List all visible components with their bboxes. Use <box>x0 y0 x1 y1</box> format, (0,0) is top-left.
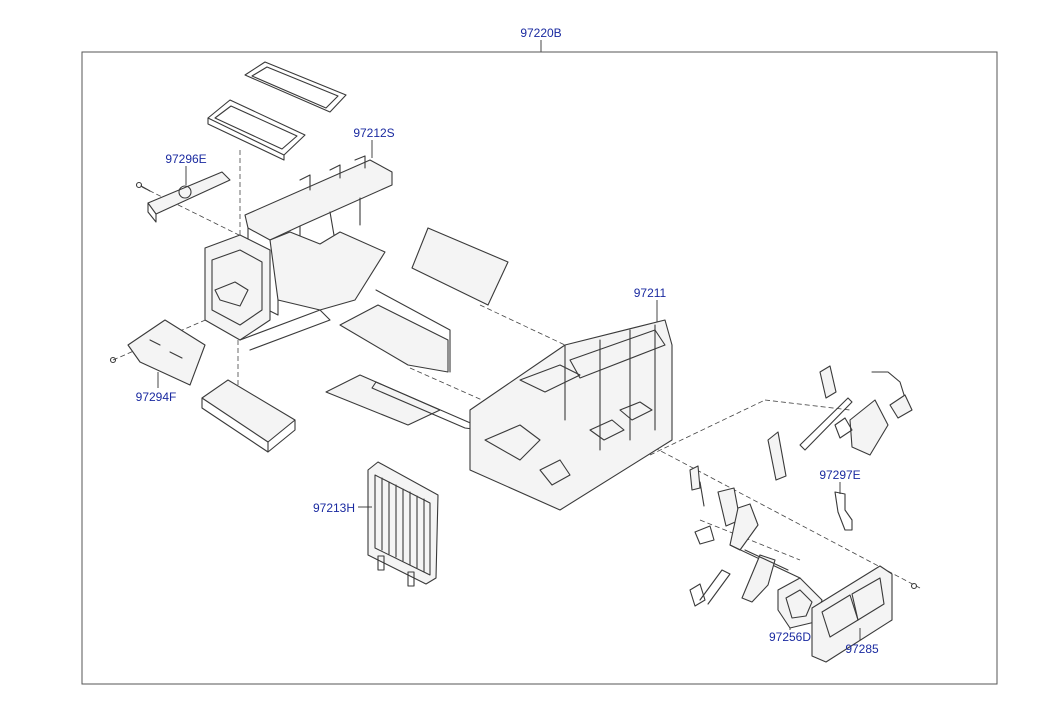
bottom-tray <box>201 379 296 453</box>
callout-97211: 97211 <box>634 286 667 300</box>
assembly-label: 97220B <box>520 26 561 40</box>
left-vent-housing <box>204 234 331 351</box>
callout-97213H: 97213H <box>313 501 355 515</box>
callout-97285: 97285 <box>845 642 879 656</box>
top-gasket-upper <box>244 61 347 113</box>
bracket-97296E <box>135 171 231 223</box>
bracket-97294F <box>109 319 206 386</box>
link-97297E <box>834 491 853 531</box>
callout-97212S: 97212S <box>353 126 394 140</box>
assembly-frame <box>81 51 998 685</box>
callout-97296E: 97296E <box>165 152 206 166</box>
door-flaps <box>325 227 509 431</box>
main-housing-97211 <box>469 319 673 511</box>
assembly-center-lines <box>112 150 921 589</box>
heater-core-97213H <box>367 461 439 587</box>
callout-97297E: 97297E <box>819 468 860 482</box>
callout-97256D: 97256D <box>769 630 811 644</box>
callout-97294F: 97294F <box>136 390 177 404</box>
callout-leaders <box>157 140 861 640</box>
top-gasket-lower <box>207 99 306 161</box>
actuator-upper-right <box>767 365 913 481</box>
linkage-assembly <box>689 465 801 607</box>
seal-plate-97285 <box>811 565 918 663</box>
upper-duct-97212S <box>244 155 393 316</box>
